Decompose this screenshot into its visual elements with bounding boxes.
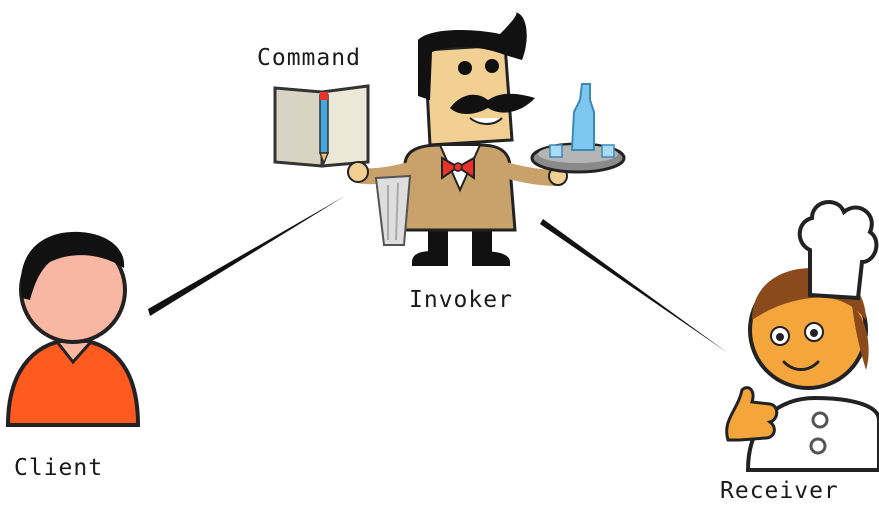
chef-hat	[797, 200, 879, 301]
bottle-icon	[570, 83, 595, 151]
receiver-label: Receiver	[720, 478, 839, 504]
waiter-mustache	[450, 93, 535, 114]
order-book-icon	[273, 84, 370, 168]
client-invoker-connector	[148, 196, 345, 316]
client-figure	[5, 231, 141, 427]
invoker-receiver-connector	[540, 219, 728, 353]
client-hair	[20, 231, 125, 300]
waiter-figure	[347, 12, 568, 266]
waiter-head	[423, 43, 514, 147]
tray-icon	[530, 83, 626, 174]
waiter-bowtie	[441, 156, 475, 180]
connectors	[148, 196, 728, 353]
waiter-hair	[418, 12, 527, 100]
client-label: Client	[14, 455, 104, 481]
command-label: Command	[257, 45, 361, 71]
chef-thumb	[725, 386, 779, 442]
chef-figure	[725, 200, 879, 472]
invoker-label: Invoker	[409, 287, 513, 313]
